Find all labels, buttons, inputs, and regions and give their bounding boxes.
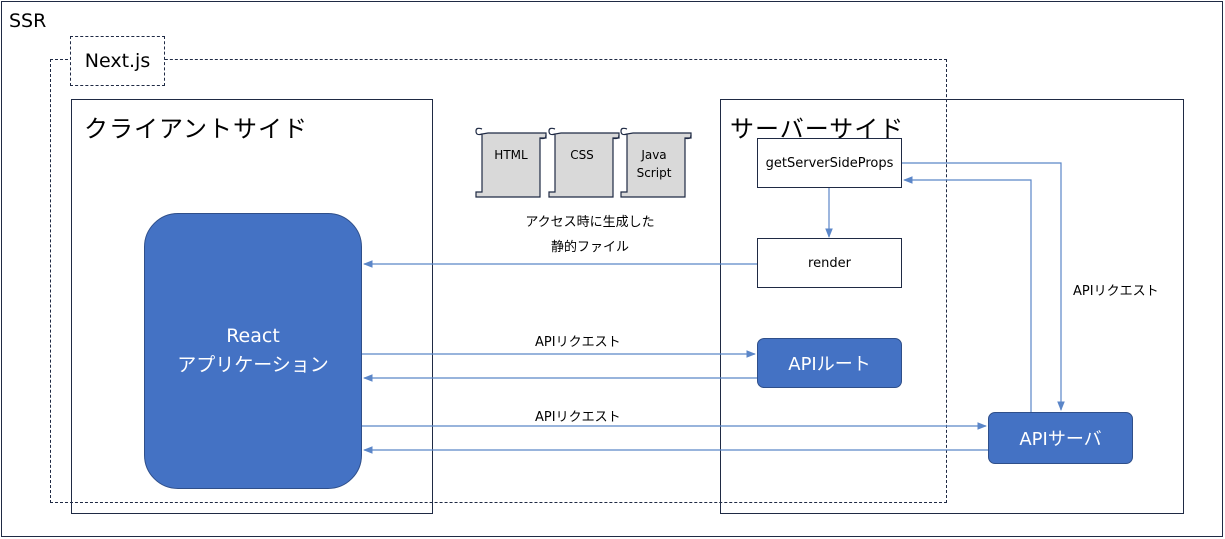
static-files-caption-line2: 静的ファイル [550,240,629,255]
render-node: render [757,238,902,288]
api-server-node: APIサーバ [988,412,1133,464]
get-server-side-props-node: getServerSideProps [757,138,902,188]
edge-api-server-to-gssp [903,176,1032,412]
api-route-node: APIルート [757,338,902,388]
edge-gssp-to-api-server [902,162,1065,411]
javascript-document-label-line1: Java [640,148,666,162]
react-app-line1: React [226,324,280,347]
javascript-document-label-line2: Script [637,166,672,180]
nextjs-region [50,59,947,503]
react-app-line2: アプリケーション [177,354,329,376]
react-app-node: React アプリケーション [144,213,362,489]
edge-label-api-request-route: APIリクエスト [535,335,621,350]
ssr-label: SSR [9,10,47,32]
static-files-caption: アクセス時に生成した 静的ファイル [495,210,685,260]
server-side-box [720,99,1184,514]
css-document-icon: CSS [548,127,620,198]
html-document-icon: HTML [475,127,547,198]
javascript-document-icon: Java Script [620,127,692,198]
css-document-label-line1: CSS [570,148,594,162]
html-document-label-line1: HTML [494,148,528,162]
static-files-caption-line1: アクセス時に生成した [525,215,655,230]
edge-label-api-request-server: APIリクエスト [535,410,621,425]
client-side-box [71,99,433,514]
edge-label-api-request-gssp: APIリクエスト [1073,284,1159,299]
client-side-title: クライアントサイド [84,115,309,143]
nextjs-label: Next.js [70,36,165,86]
